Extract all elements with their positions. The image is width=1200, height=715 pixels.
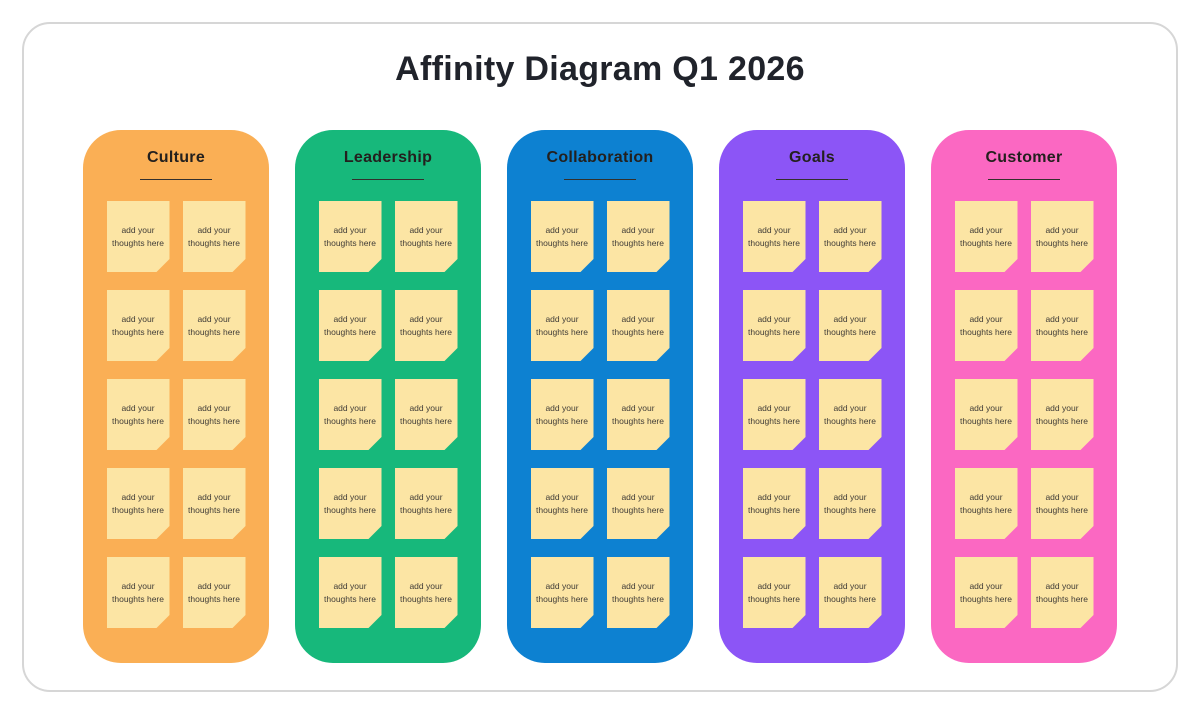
sticky-note[interactable]: add your thoughts here (819, 468, 882, 539)
sticky-note[interactable]: add your thoughts here (955, 468, 1018, 539)
sticky-note[interactable]: add your thoughts here (183, 379, 246, 450)
sticky-note[interactable]: add your thoughts here (743, 468, 806, 539)
column-title: Culture (146, 149, 206, 166)
header-underline (564, 179, 636, 180)
column-title: Goals (789, 149, 835, 166)
column-title: Collaboration (546, 149, 654, 166)
sticky-note[interactable]: add your thoughts here (955, 201, 1018, 272)
header-underline (352, 179, 424, 180)
sticky-note[interactable]: add your thoughts here (819, 290, 882, 361)
sticky-note[interactable]: add your thoughts here (607, 290, 670, 361)
sticky-note[interactable]: add your thoughts here (395, 201, 458, 272)
sticky-note[interactable]: add your thoughts here (819, 201, 882, 272)
sticky-note[interactable]: add your thoughts here (531, 201, 594, 272)
sticky-note[interactable]: add your thoughts here (531, 468, 594, 539)
sticky-note[interactable]: add your thoughts here (183, 468, 246, 539)
header-underline (776, 179, 848, 180)
sticky-note[interactable]: add your thoughts here (395, 468, 458, 539)
sticky-note[interactable]: add your thoughts here (607, 379, 670, 450)
sticky-note[interactable]: add your thoughts here (319, 290, 382, 361)
sticky-note[interactable]: add your thoughts here (319, 201, 382, 272)
sticky-note[interactable]: add your thoughts here (531, 557, 594, 628)
header-underline (140, 179, 212, 180)
sticky-note[interactable]: add your thoughts here (1031, 468, 1094, 539)
sticky-note[interactable]: add your thoughts here (183, 557, 246, 628)
sticky-note[interactable]: add your thoughts here (183, 290, 246, 361)
sticky-note[interactable]: add your thoughts here (319, 557, 382, 628)
sticky-note[interactable]: add your thoughts here (607, 557, 670, 628)
column-title: Customer (985, 149, 1063, 166)
sticky-note[interactable]: add your thoughts here (183, 201, 246, 272)
sticky-note[interactable]: add your thoughts here (107, 290, 170, 361)
sticky-note[interactable]: add your thoughts here (819, 379, 882, 450)
sticky-note[interactable]: add your thoughts here (955, 290, 1018, 361)
sticky-note[interactable]: add your thoughts here (107, 468, 170, 539)
sticky-note[interactable]: add your thoughts here (107, 201, 170, 272)
header-underline (988, 179, 1060, 180)
sticky-note[interactable]: add your thoughts here (319, 468, 382, 539)
sticky-note[interactable]: add your thoughts here (955, 379, 1018, 450)
column-title: Leadership (343, 149, 433, 166)
diagram-title: Affinity Diagram Q1 2026 (395, 50, 805, 88)
sticky-note[interactable]: add your thoughts here (607, 468, 670, 539)
sticky-note[interactable]: add your thoughts here (1031, 557, 1094, 628)
sticky-note[interactable]: add your thoughts here (743, 290, 806, 361)
sticky-note[interactable]: add your thoughts here (395, 290, 458, 361)
sticky-note[interactable]: add your thoughts here (1031, 379, 1094, 450)
sticky-note[interactable]: add your thoughts here (607, 201, 670, 272)
sticky-note[interactable]: add your thoughts here (1031, 201, 1094, 272)
sticky-note[interactable]: add your thoughts here (395, 379, 458, 450)
sticky-note[interactable]: add your thoughts here (531, 379, 594, 450)
sticky-note[interactable]: add your thoughts here (819, 557, 882, 628)
sticky-note[interactable]: add your thoughts here (743, 201, 806, 272)
sticky-note[interactable]: add your thoughts here (531, 290, 594, 361)
sticky-note[interactable]: add your thoughts here (743, 557, 806, 628)
sticky-note[interactable]: add your thoughts here (107, 379, 170, 450)
sticky-note[interactable]: add your thoughts here (1031, 290, 1094, 361)
sticky-note[interactable]: add your thoughts here (955, 557, 1018, 628)
sticky-note[interactable]: add your thoughts here (395, 557, 458, 628)
sticky-note[interactable]: add your thoughts here (743, 379, 806, 450)
sticky-note[interactable]: add your thoughts here (319, 379, 382, 450)
sticky-note[interactable]: add your thoughts here (107, 557, 170, 628)
